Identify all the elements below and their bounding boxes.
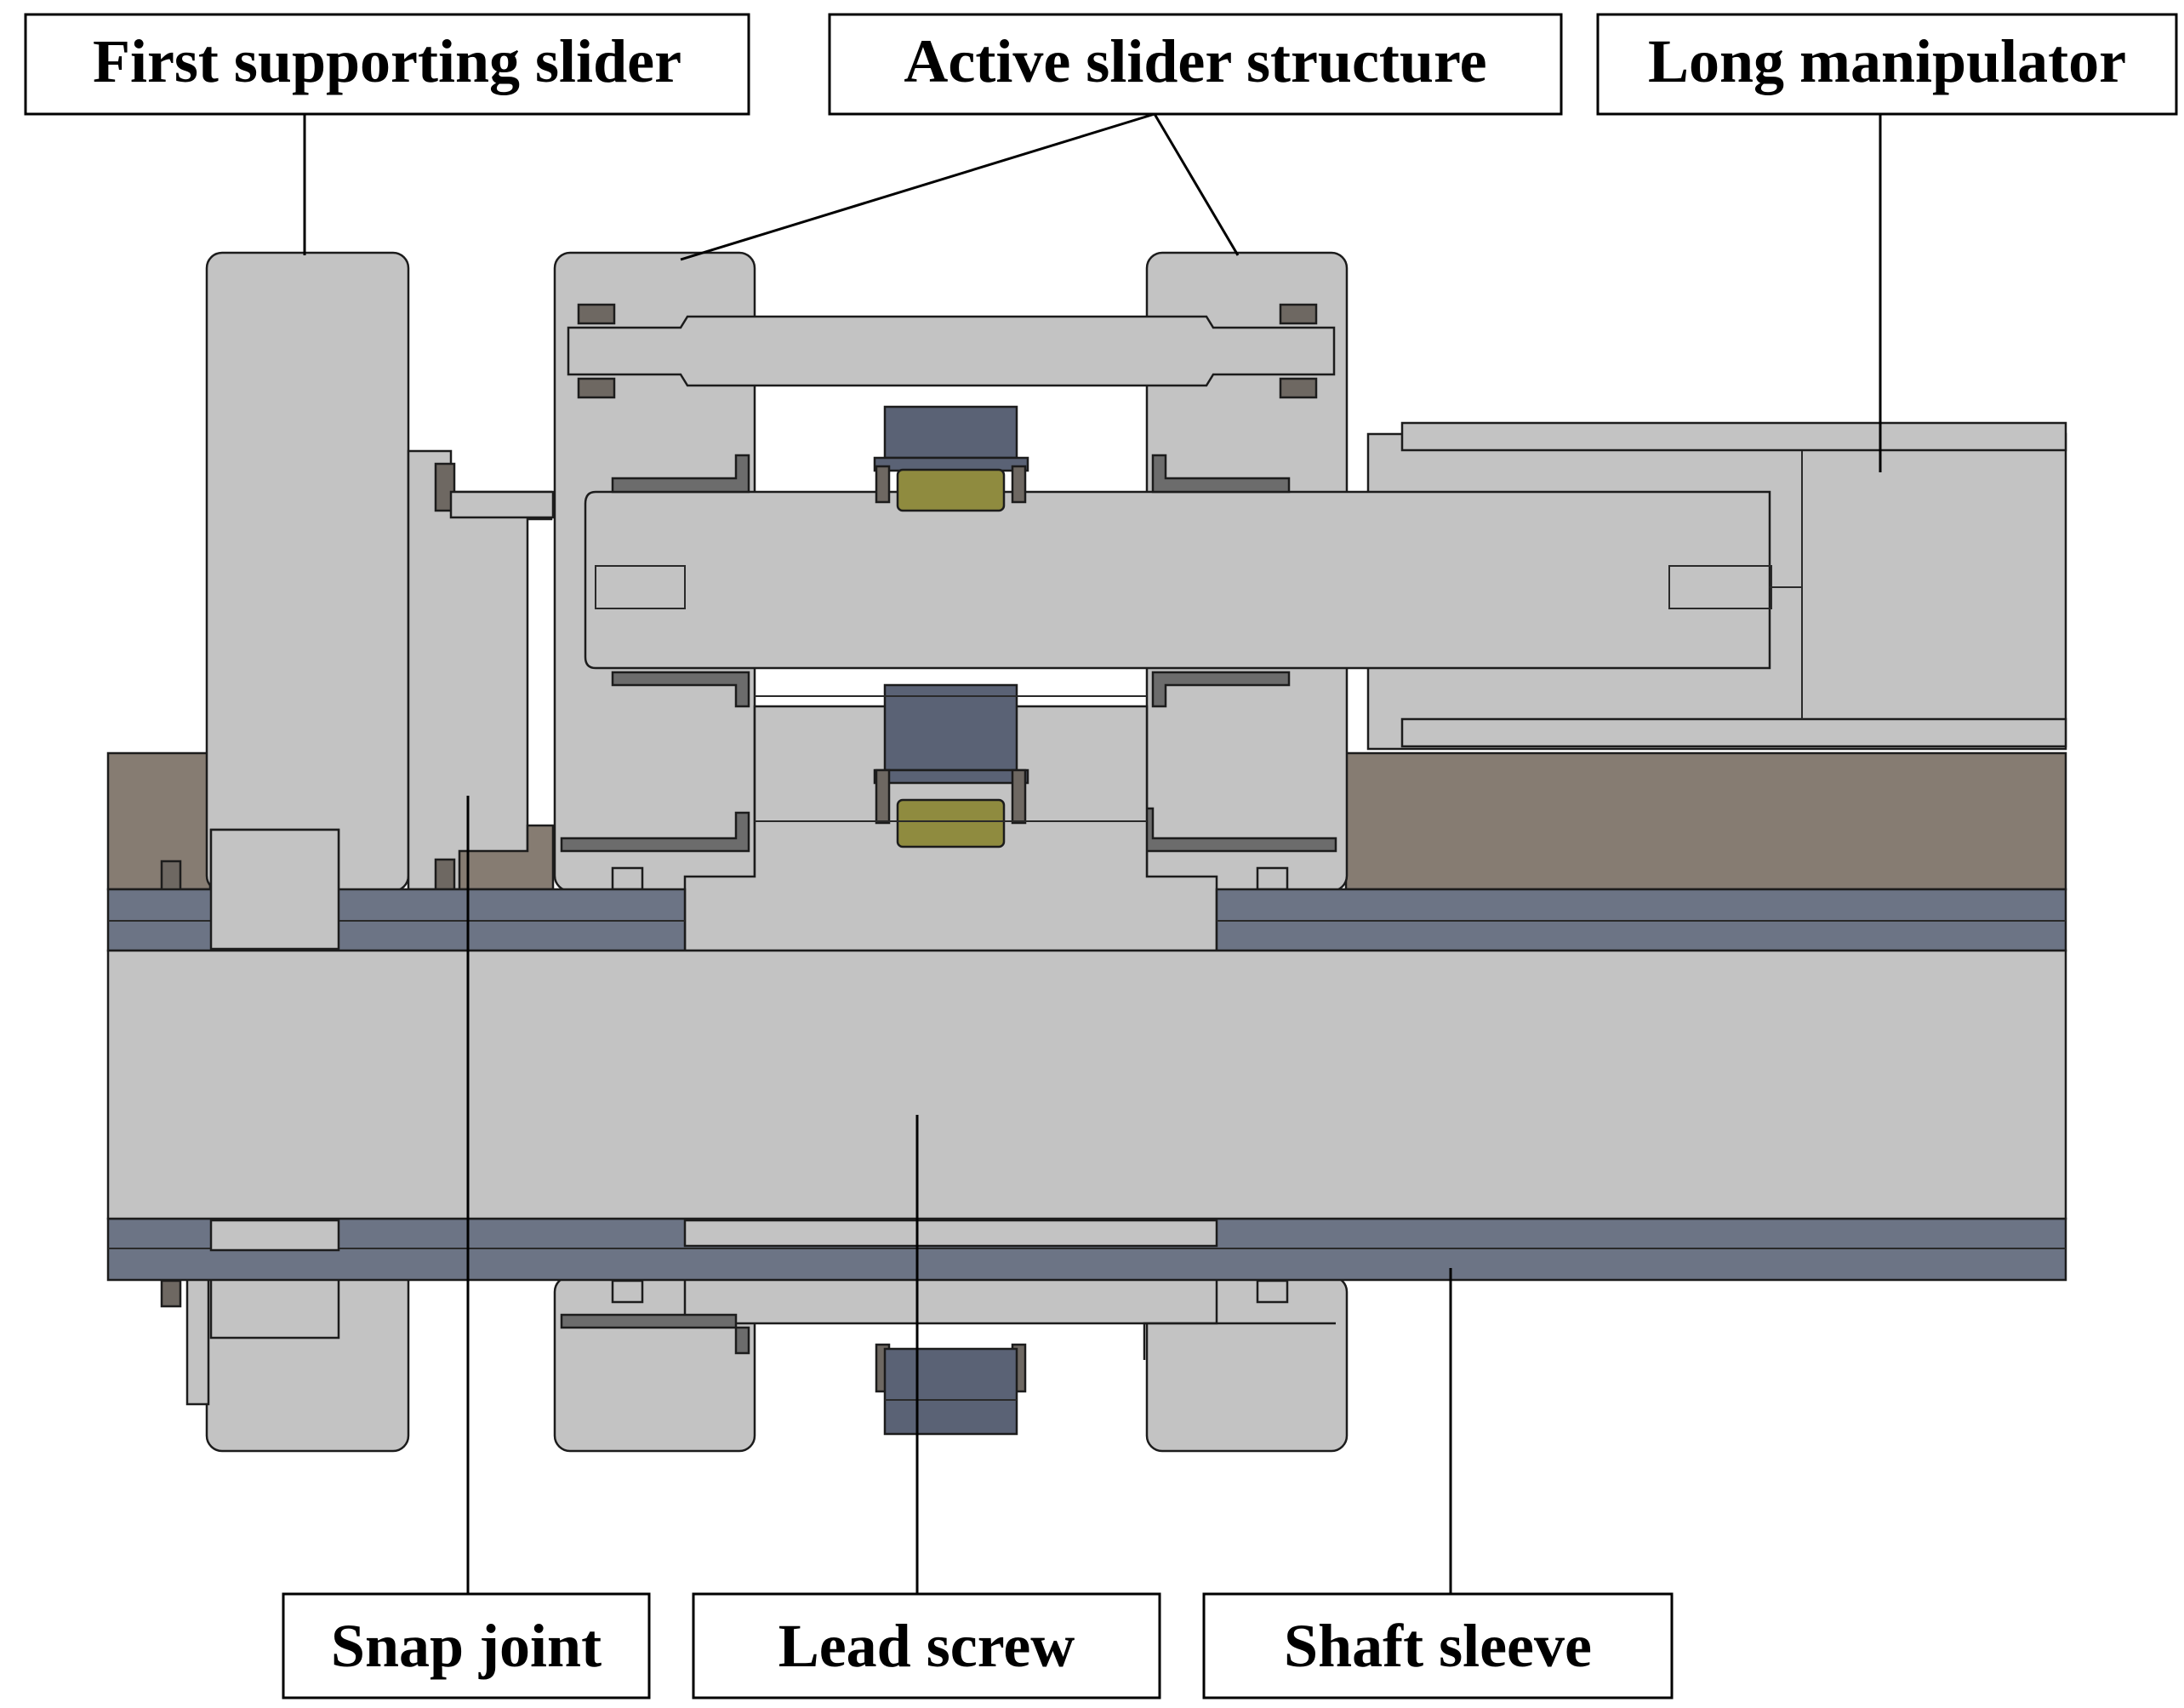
active-slider-structure [553,251,1802,1453]
label-active-slider-structure: Active slider structure [828,13,1563,116]
label-first-supporting-slider-text: First supporting slider [93,27,681,95]
label-lead-screw-text: Lead screw [778,1612,1075,1680]
label-lead-screw: Lead screw [692,1592,1161,1699]
lead-screw [106,949,2067,1220]
label-snap-joint-text: Snap joint [331,1612,602,1680]
long-manipulator-body [1366,421,2067,751]
label-long-manipulator: Long manipulator [1596,13,2178,116]
right-base-block [1344,751,2067,891]
label-shaft-sleeve: Shaft sleeve [1202,1592,1674,1699]
label-first-supporting-slider: First supporting slider [24,13,750,116]
label-snap-joint: Snap joint [282,1592,651,1699]
left-base-block [106,751,212,891]
snap-joint [407,449,555,891]
leader-active-slider-left [680,112,1155,261]
label-shaft-sleeve-text: Shaft sleeve [1284,1612,1592,1680]
label-active-slider-structure-text: Active slider structure [904,27,1486,95]
leader-active-slider-right [1153,113,1240,256]
shaft-sleeve [106,828,2067,1282]
label-long-manipulator-text: Long manipulator [1648,27,2126,95]
